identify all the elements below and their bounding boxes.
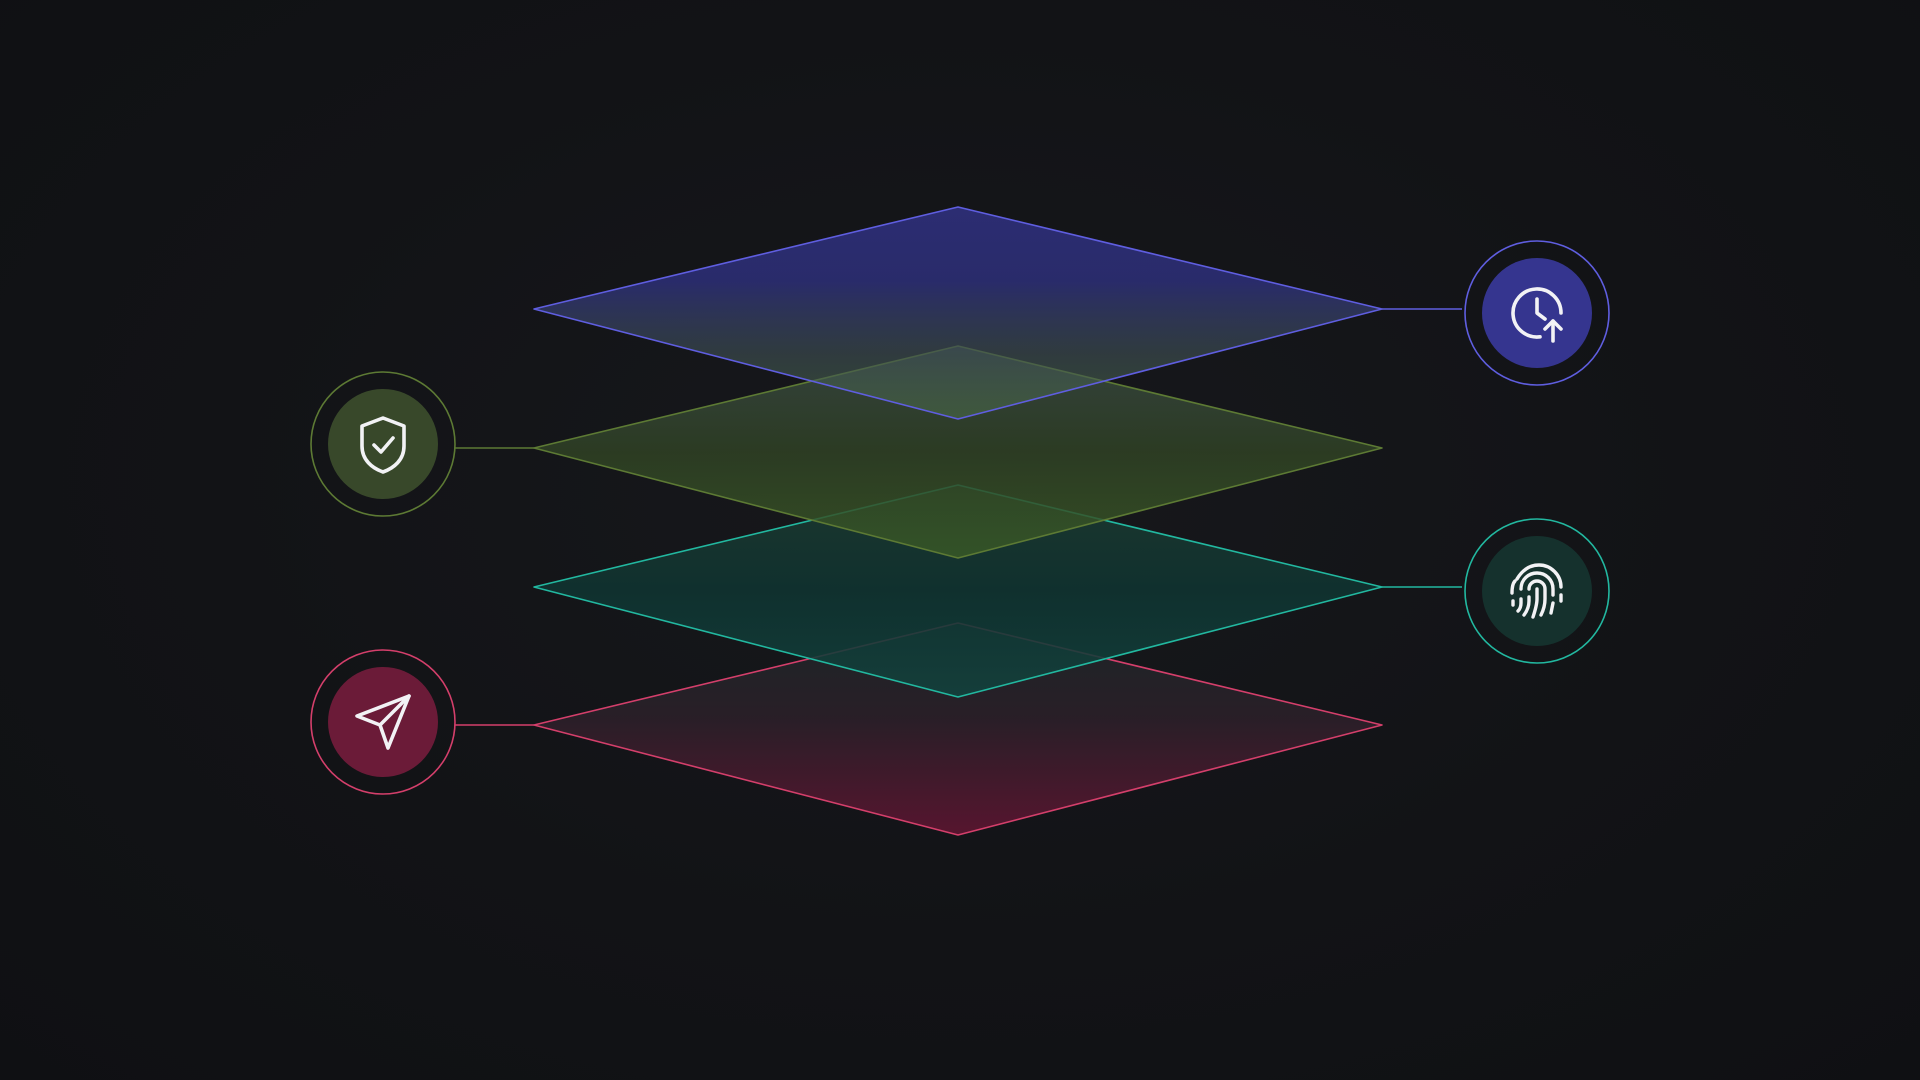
layer-3-plane: [533, 484, 1383, 698]
layer-2-plane: [533, 345, 1383, 559]
fingerprint-icon: [1510, 563, 1563, 619]
clock-upload-icon: [1511, 287, 1563, 343]
send-icon: [355, 694, 411, 750]
shield-check-icon: [360, 416, 406, 474]
layer-3-badge: [1464, 518, 1610, 664]
layer-4-plane: [533, 622, 1383, 836]
layer-4-badge: [310, 649, 456, 795]
layer-2-badge: [310, 371, 456, 517]
layer-1-badge: [1464, 240, 1610, 386]
layer-1-plane: [533, 206, 1383, 420]
